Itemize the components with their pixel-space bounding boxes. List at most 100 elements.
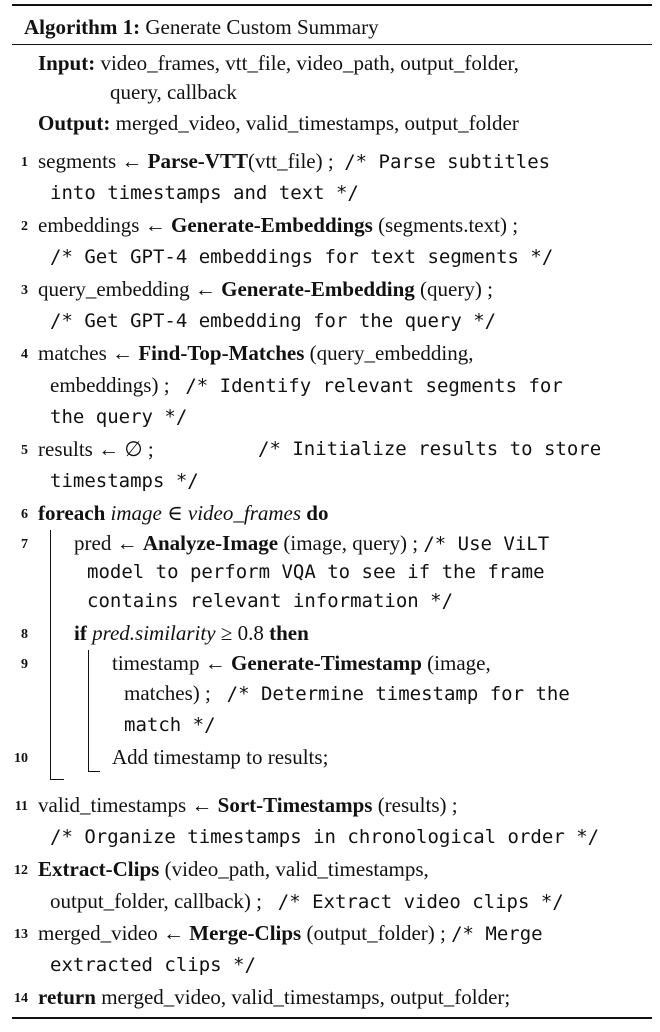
algo-line-6: foreach image ∈ video_frames do [38,500,328,526]
variable: image [110,501,162,525]
statement-text: segments ← [38,149,148,173]
function-name: Extract-Clips [38,857,160,881]
statement-args: (vtt_file) ; [247,149,334,173]
algo-line-9: timestamp ← Generate-Timestamp (image, [112,650,491,676]
keyword: if [74,621,87,645]
statement-text: valid_timestamps ← [38,793,218,817]
line-number: 14 [14,991,28,1006]
algo-line-5: results ← ∅ ; [38,436,154,462]
comment-cont: match */ [124,714,216,736]
algorithm-caption: Algorithm 1: Generate Custom Summary [24,14,379,40]
comment: /* Get GPT-4 embeddings for text segment… [50,246,554,268]
line-number: 9 [21,657,28,672]
comment-cont: into timestamps and text */ [50,182,359,204]
algo-line-11: valid_timestamps ← Sort-Timestamps (resu… [38,792,458,818]
statement-args: (query) ; [414,277,493,301]
function-name: Generate-Embedding [221,277,415,301]
comment-cont: timestamps */ [50,470,199,492]
line-number: 13 [14,927,28,942]
function-name: Sort-Timestamps [217,793,373,817]
line-number: 10 [14,751,28,766]
keyword: then [269,621,309,645]
input-line: Input: video_frames, vtt_file, video_pat… [38,50,519,76]
comment-cont: model to perform VQA to see if the frame [87,561,545,583]
operator: ≥ 0.8 [215,621,270,645]
operator: ∈ [161,501,188,525]
keyword: return [38,985,96,1009]
foreach-block-end [50,779,64,780]
statement-text: merged_video ← [38,921,190,945]
line-number: 11 [14,799,28,814]
variable: pred.similarity [92,621,216,645]
statement-args: (query_embedding, [304,341,474,365]
statement-args: output_folder, callback) ; [50,889,262,913]
algo-line-2: embeddings ← Generate-Embeddings (segmen… [38,212,518,238]
statement-args: (segments.text) ; [372,213,519,237]
line-number: 5 [21,443,28,458]
statement-args: (image, [421,651,491,675]
statement-args: (output_folder) ; [301,921,446,945]
line-number: 8 [21,627,28,642]
line-number: 6 [21,507,28,522]
comment-cont: extracted clips */ [50,954,256,976]
top-rule [12,4,652,6]
if-block-bar [88,650,89,772]
line-number: 7 [21,537,28,552]
algo-line-12: Extract-Clips (video_path, valid_timesta… [38,856,429,882]
line-number: 2 [21,219,28,234]
comment: /* Extract video clips */ [277,891,564,913]
caption-label: Algorithm 1: [24,15,141,39]
bottom-rule [12,1017,652,1019]
comment: /* Use ViLT [423,533,550,555]
algo-line-10: Add timestamp to results; [112,745,329,769]
foreach-block-bar [50,530,51,780]
line-number: 3 [21,283,28,298]
algo-line-14: return merged_video, valid_timestamps, o… [38,984,510,1010]
statement-args: (results) ; [372,793,458,817]
comment: /* Determine timestamp for the [226,683,570,705]
comment-cont: the query */ [50,406,188,428]
line-number: 1 [21,155,28,170]
statement-args: (image, query) ; [278,531,419,555]
caption-title: Generate Custom Summary [145,15,379,39]
statement-args: (video_path, valid_timestamps, [159,857,429,881]
line-number: 4 [21,347,28,362]
input-line-cont: query, callback [110,80,237,104]
comment: /* Parse subtitles [344,151,551,173]
statement-text: query_embedding ← [38,277,222,301]
keyword: do [306,501,329,525]
output-line: Output: merged_video, valid_timestamps, … [38,110,519,136]
algo-line-1: segments ← Parse-VTT(vtt_file) ; /* Pars… [38,148,550,175]
algo-line-12-cont: output_folder, callback) ; /* Extract vi… [50,888,564,915]
algo-line-4: matches ← Find-Top-Matches (query_embedd… [38,340,474,366]
comment: /* Initialize results to store [258,438,602,460]
line-number: 12 [14,863,28,878]
comment: /* Identify relevant segments for [185,375,563,397]
comment: /* Organize timestamps in chronological … [50,826,600,848]
statement-text: matches ← [38,341,139,365]
function-name: Generate-Timestamp [231,651,422,675]
algo-line-13: merged_video ← Merge-Clips (output_folde… [38,920,543,947]
statement-text: merged_video, valid_timestamps, output_f… [95,985,511,1009]
statement-args: embeddings) ; [50,373,170,397]
function-name: Generate-Embeddings [170,213,373,237]
algo-line-3: query_embedding ← Generate-Embedding (qu… [38,276,493,302]
output-label: Output: [38,111,111,135]
input-label: Input: [38,51,96,75]
statement-text: timestamp ← [112,651,231,675]
comment-cont: contains relevant information */ [87,590,454,612]
statement-text: embeddings ← [38,213,171,237]
keyword: foreach [38,501,106,525]
algorithm-block: Algorithm 1: Generate Custom Summary Inp… [12,2,652,1020]
output-text: merged_video, valid_timestamps, output_f… [115,111,519,135]
caption-rule [12,44,652,45]
comment: /* Merge [451,923,543,945]
algo-line-4-cont: embeddings) ; /* Identify relevant segme… [50,372,563,399]
if-block-end [88,771,100,772]
variable: video_frames [187,501,302,525]
function-name: Analyze-Image [142,531,279,555]
statement-text: results ← ∅ ; [38,437,154,461]
input-text: video_frames, vtt_file, video_path, outp… [100,51,519,75]
algo-line-9-cont: matches) ; /* Determine timestamp for th… [124,680,570,707]
algo-line-8: if pred.similarity ≥ 0.8 then [74,620,309,646]
